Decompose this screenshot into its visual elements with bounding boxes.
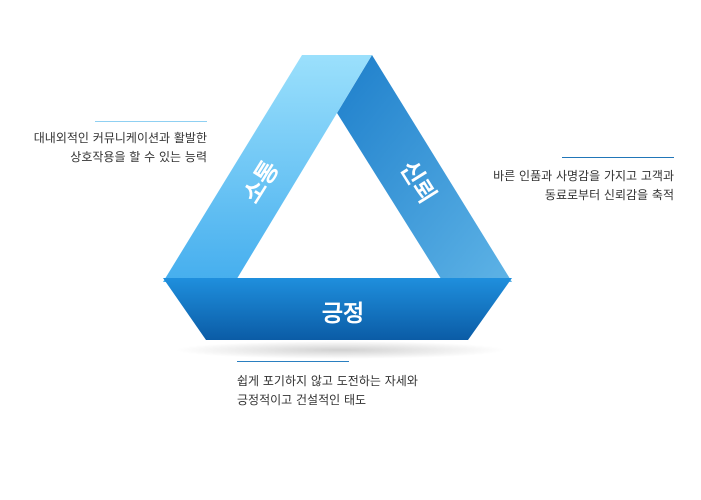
segment-bottom-band xyxy=(163,278,512,340)
bottom-description-line-2: 긍정적이고 건설적인 태도 xyxy=(237,393,367,407)
right-description: 바른 인품과 사명감을 가지고 고객과 동료로부터 신뢰감을 축적 xyxy=(478,167,674,205)
bottom-description-line-1: 쉽게 포기하지 않고 도전하는 자세와 xyxy=(237,374,418,388)
left-description: 대내외적인 커뮤니케이션과 활발한 상호작용을 할 수 있는 능력 xyxy=(34,129,207,167)
left-description-line-2: 상호작용을 할 수 있는 능력 xyxy=(70,150,207,164)
left-description-line-1: 대내외적인 커뮤니케이션과 활발한 xyxy=(33,131,207,145)
right-description-line-2: 동료로부터 신뢰감을 축적 xyxy=(544,188,674,202)
bottom-description: 쉽게 포기하지 않고 도전하는 자세와 긍정적이고 건설적인 태도 xyxy=(237,372,418,410)
right-description-rule xyxy=(562,157,674,158)
bottom-description-rule xyxy=(237,361,349,362)
bottom-shadow xyxy=(175,341,505,359)
segment-left-band xyxy=(163,55,372,282)
left-description-rule xyxy=(95,121,207,122)
right-description-line-1: 바른 인품과 사명감을 가지고 고객과 xyxy=(493,169,674,183)
segment-bottom-label: 긍정 xyxy=(322,301,364,327)
segment-right-band xyxy=(337,55,512,282)
